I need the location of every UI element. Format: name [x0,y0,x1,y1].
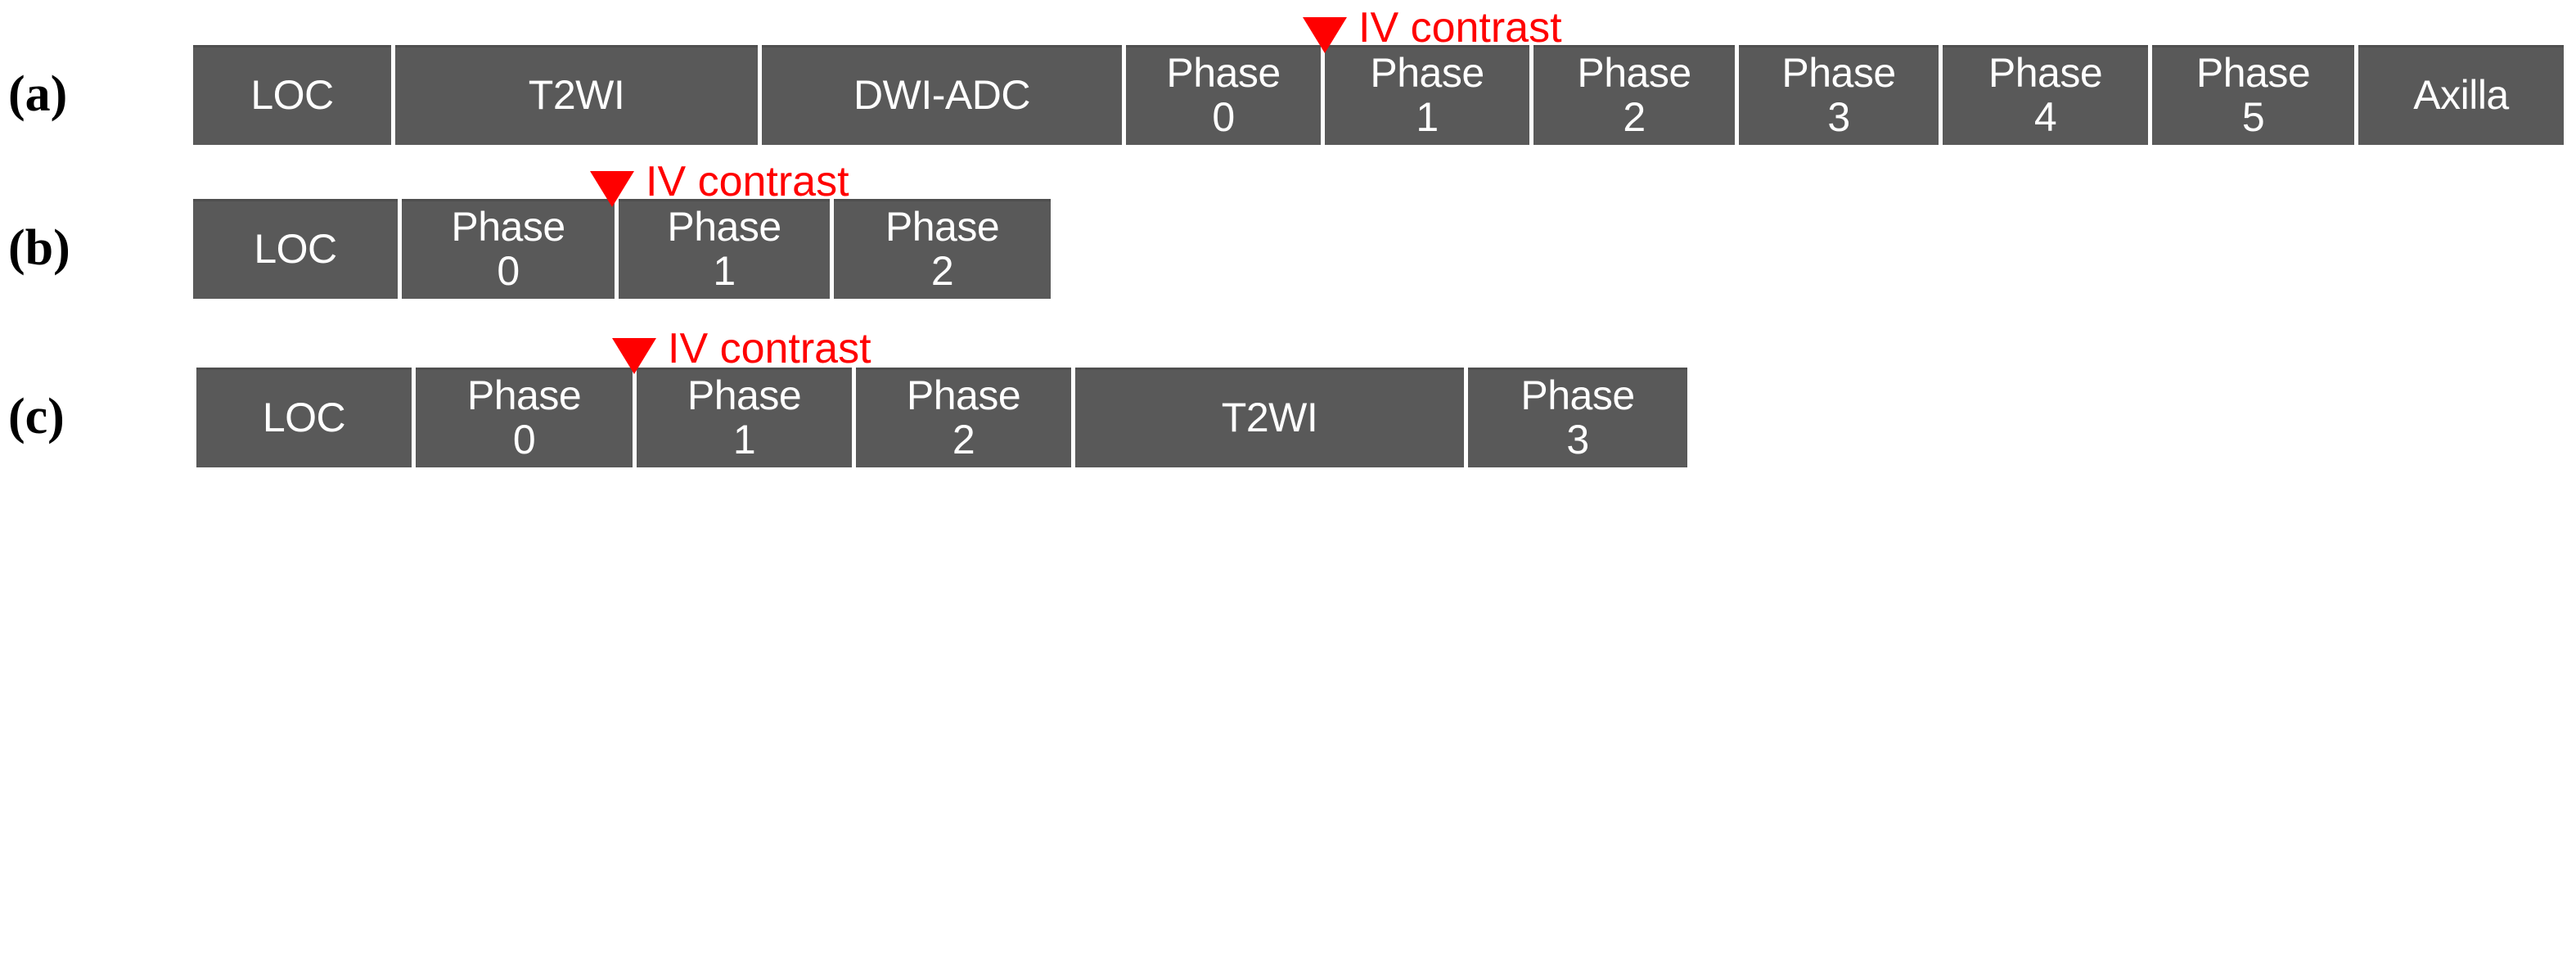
sequence-cell-label: Phase [1577,50,1691,96]
iv-contrast-label: IV contrast [1358,4,1562,52]
sequence-cell-label: 3 [1827,94,1850,140]
panel-label-c: (c) [8,389,65,444]
sequence-cell-label: 0 [512,417,536,462]
sequence-cell-label: Axilla [2413,72,2509,118]
sequence-cell-label: Phase [2195,50,2311,96]
sequence-cell-label: 0 [497,248,520,294]
sequence-cell-label: 2 [952,417,975,462]
sequence-cell-label: T2WI [1221,395,1318,440]
sequence-cell-dwi-adc[interactable]: DWI-ADC [762,45,1126,145]
sequence-cell-loc[interactable]: LOC [196,368,416,467]
sequence-cell-label: Phase [667,204,781,250]
sequence-cell-label: Phase [1781,50,1896,96]
sequence-cell-label: Phase [1166,50,1281,96]
sequence-cell-label: Phase [1370,50,1484,96]
iv-contrast-marker: IV contrast [1303,7,1562,64]
sequence-cell-label: 1 [713,248,736,294]
sequence-cell-label: 1 [1416,94,1439,140]
sequence-cell-label: LOC [250,72,334,118]
sequence-cell-label: Phase [906,372,1021,418]
sequence-cell-label: 1 [732,417,756,462]
sequence-cell-label: 5 [2241,94,2265,140]
sequence-cell-label: Phase [451,204,565,250]
iv-contrast-label: IV contrast [668,325,871,372]
sequence-cell-t2wi[interactable]: T2WI [1075,368,1468,467]
panel-label-a: (a) [8,66,68,122]
iv-contrast-marker: IV contrast [590,160,849,218]
sequence-cell-label: 3 [1566,417,1589,462]
panel-label-b: (b) [8,220,70,276]
iv-contrast-label: IV contrast [646,158,849,205]
sequence-cell-label: Phase [466,372,582,418]
sequence-cell-loc[interactable]: LOC [193,45,395,145]
sequence-cell-label: DWI-ADC [853,72,1030,118]
sequence-cell-label: 4 [2033,94,2057,140]
down-triangle-icon [612,338,656,374]
iv-contrast-marker: IV contrast [612,327,871,385]
sequence-cell-label: 0 [1212,94,1235,140]
sequence-cell-label: Phase [1988,50,2103,96]
sequence-cell-label: LOC [262,395,346,440]
sequence-cell-axilla[interactable]: Axilla [2358,45,2564,145]
down-triangle-icon [1303,17,1347,53]
sequence-cell-label: Phase [1520,372,1635,418]
sequence-cell-t2wi[interactable]: T2WI [395,45,762,145]
sequence-cell-label: T2WI [528,72,625,118]
sequence-cell-label: 2 [1623,94,1646,140]
down-triangle-icon [590,171,634,207]
sequence-cell-label: 2 [930,248,954,294]
sequence-cell-label: LOC [254,226,337,272]
sequence-cell-label: Phase [687,372,802,418]
sequence-cell-loc[interactable]: LOC [193,199,402,299]
sequence-cell-label: Phase [885,204,1000,250]
